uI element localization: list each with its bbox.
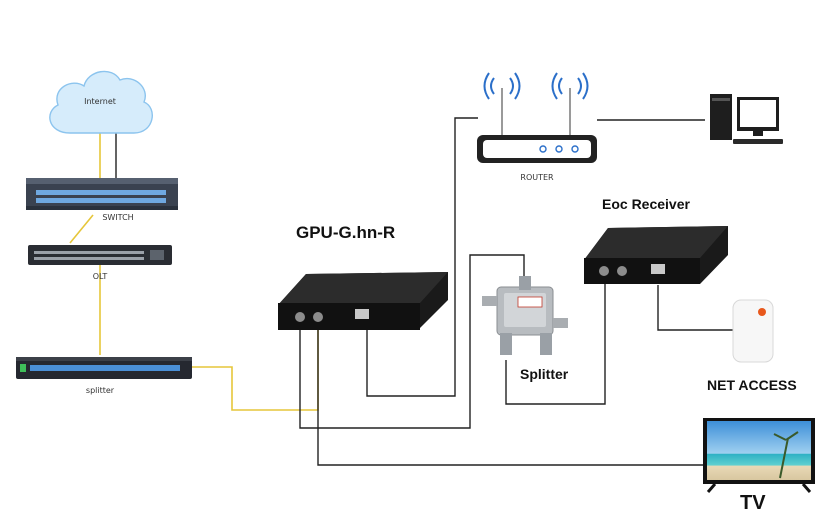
- coax-port-icon: [599, 266, 609, 276]
- coax-port-icon: [295, 312, 305, 322]
- eoc-receiver-device: Eoc Receiver: [584, 196, 728, 284]
- ethernet-port-icon: [651, 264, 665, 274]
- splitter-output-icon: [500, 333, 512, 355]
- switch-label: SWITCH: [102, 213, 133, 222]
- splitter-rack-label: splitter: [86, 386, 115, 395]
- splitter-input-icon: [519, 276, 531, 290]
- net-access-device: NET ACCESS: [707, 299, 797, 393]
- fiber-splitter-gpu: [192, 330, 319, 411]
- antenna-icon: [483, 72, 589, 135]
- ethernet-port-icon: [355, 309, 369, 319]
- coax-port-icon: [617, 266, 627, 276]
- switch-ports-icon: [36, 190, 166, 203]
- fiber-switch-olt: [69, 214, 94, 244]
- olt-device: OLT: [28, 245, 172, 281]
- line-splitter-eoc: [505, 283, 606, 405]
- internet-label: Internet: [84, 97, 116, 106]
- coax-port-icon: [313, 312, 323, 322]
- router-label: ROUTER: [520, 173, 554, 182]
- olt-label: OLT: [93, 272, 108, 281]
- router-device: ROUTER: [477, 72, 597, 182]
- line-eoc-netaccess: [657, 285, 735, 331]
- computer-icon: [710, 94, 783, 144]
- coax-splitter-device: Splitter: [482, 276, 569, 382]
- net-access-label: NET ACCESS: [707, 377, 797, 393]
- splitter-output-icon: [540, 333, 552, 355]
- splitter-rack-ports-icon: [30, 365, 180, 371]
- line-gpu-tv: [317, 330, 705, 466]
- gpu-label: GPU-G.hn-R: [296, 223, 395, 242]
- cloud-icon: [49, 70, 153, 134]
- brand-logo-icon: [758, 308, 766, 316]
- splitter-rack-device: splitter: [16, 357, 192, 395]
- tv-screen: [707, 421, 811, 480]
- connections: [69, 117, 735, 466]
- line-gpu-router: [366, 117, 478, 397]
- switch-device: SWITCH: [26, 178, 178, 222]
- tv-device: TV: [703, 418, 815, 514]
- gpu-device: GPU-G.hn-R: [278, 223, 448, 330]
- olt-ports-icon: [34, 250, 164, 260]
- tv-label: TV: [740, 492, 766, 514]
- eoc-receiver-label: Eoc Receiver: [602, 196, 690, 212]
- splitter-label: Splitter: [520, 366, 569, 382]
- line-gpu-splitter: [299, 254, 525, 429]
- internet-cloud: Internet: [49, 70, 153, 134]
